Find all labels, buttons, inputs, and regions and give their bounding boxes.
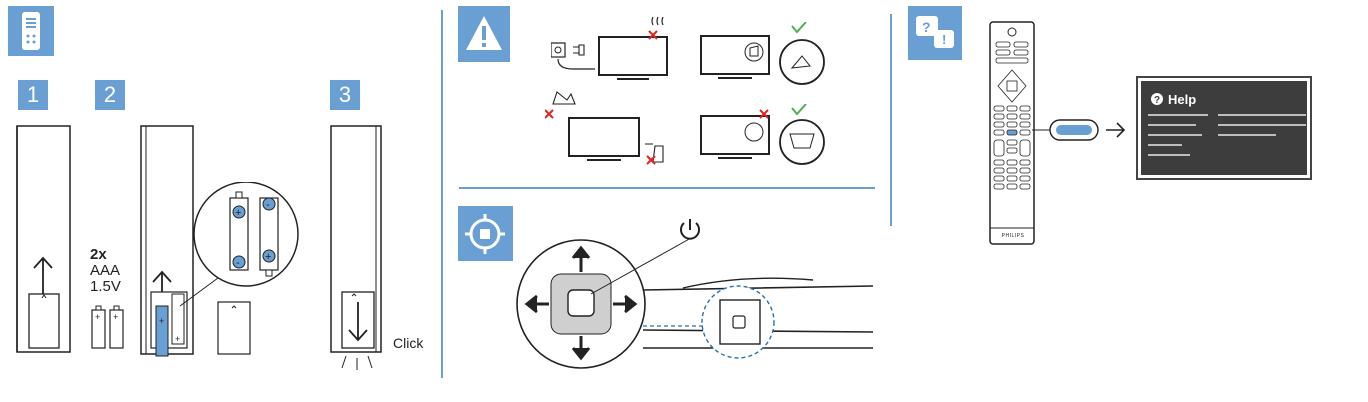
remote-brand-label: PHILIPS	[1001, 233, 1025, 239]
divider-1	[441, 10, 443, 378]
step-3-badge: 3	[330, 80, 360, 110]
help-screen: ? Help	[1136, 76, 1312, 180]
svg-text:+: +	[175, 334, 180, 344]
svg-text:?: ?	[922, 19, 931, 35]
remote-icon	[8, 6, 54, 56]
warning-icon	[458, 6, 510, 62]
divider-2	[890, 14, 892, 226]
battery-count: 2x	[90, 246, 107, 263]
svg-text:+: +	[265, 251, 271, 263]
svg-text:?: ?	[1154, 95, 1160, 106]
help-screen-title: Help	[1168, 92, 1197, 107]
help-icon: ? !	[908, 6, 962, 60]
tv-unplug-no-heat	[551, 16, 668, 80]
help-panel: ? ! PHILIPS	[892, 0, 1368, 402]
battery-cover	[217, 301, 251, 355]
remote-front	[989, 21, 1035, 245]
care-panel	[443, 0, 890, 402]
help-question-icon: ?	[1151, 93, 1163, 106]
svg-text:-: -	[266, 199, 270, 211]
remote-back-step3	[330, 125, 382, 370]
joystick-icon	[458, 206, 513, 261]
svg-text:!: !	[942, 32, 946, 47]
battery-cells-icon: + +	[91, 305, 124, 349]
tv-wipe-dry-ok	[700, 22, 825, 85]
help-button-zoom	[1032, 119, 1126, 141]
help-screen-display	[1141, 81, 1307, 175]
help-menu-lines	[1148, 114, 1306, 156]
svg-text:+: +	[113, 312, 118, 322]
tv-no-spray-dry-cloth	[700, 104, 825, 165]
svg-text:+: +	[235, 207, 241, 219]
tv-joystick-location	[516, 237, 874, 369]
remote-back-step1	[16, 125, 71, 353]
battery-type: AAA	[90, 262, 121, 279]
remote-back-step2: + +	[140, 125, 194, 357]
battery-polarity-zoom: + - - +	[179, 182, 299, 307]
click-label: Click	[393, 335, 424, 351]
battery-info: 2x AAA 1.5V	[90, 247, 121, 295]
battery-voltage: 1.5V	[90, 278, 121, 295]
svg-text:-: -	[236, 257, 240, 269]
step-1-badge: 1	[18, 80, 48, 110]
svg-text:+: +	[159, 316, 164, 326]
svg-text:+: +	[95, 312, 100, 322]
tv-no-liquid	[545, 91, 664, 165]
divider-horizontal	[459, 187, 875, 189]
step-2-badge: 2	[95, 80, 125, 110]
battery-panel: 1 2 3 2x AAA 1.5V + + + +	[0, 0, 440, 402]
